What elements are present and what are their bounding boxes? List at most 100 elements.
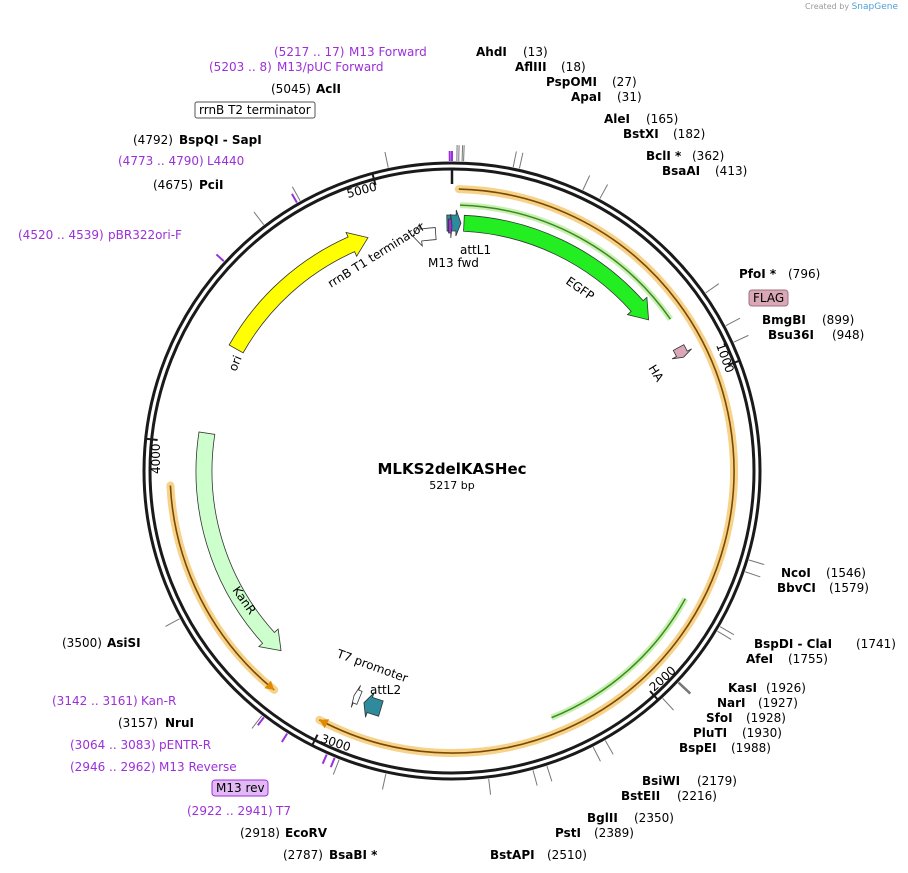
enzyme-leader [381, 773, 387, 790]
primer-t7-range: (2922 .. 2941) [187, 804, 273, 818]
primer-site-mark [329, 757, 336, 768]
ring-tick-mark [727, 359, 740, 366]
orf-arrowhead [264, 680, 275, 690]
enzyme-leader [291, 186, 301, 201]
enzyme-ncoi: NcoI [781, 566, 811, 580]
enzyme-acli: AclI [316, 82, 341, 96]
primer-pbr322ori-f: pBR322ori-F [108, 228, 182, 242]
ring-tick-mark [649, 690, 659, 701]
enzyme-bmgbi-pos: (899) [822, 313, 854, 327]
enzyme-leader [461, 145, 464, 162]
backbone-outer [142, 161, 762, 781]
feature-label-m13-fwd: M13 fwd [428, 256, 479, 270]
enzyme-leader [678, 682, 691, 694]
enzyme-bsteii: BstEII [621, 789, 660, 803]
feature-label-ori: ori [226, 353, 245, 373]
primer-site-mark [291, 193, 298, 204]
feature-rrnb-t1-terminator [412, 222, 437, 248]
enzyme-bspei: BspEI [679, 741, 717, 755]
primer-pbr322ori-f-range: (4520 .. 4539) [18, 228, 104, 242]
enzyme-nari: NarI [717, 696, 746, 710]
enzyme-leader [546, 765, 553, 782]
orf-arrowhead [319, 719, 330, 729]
primer-pentr-r: pENTR-R [159, 738, 211, 752]
enzyme-bsabi-pos: (2787) [283, 848, 323, 862]
rrnb-t2-box [194, 101, 316, 119]
primer-m13puc-forward-range: (5203 .. 8) [209, 60, 272, 74]
primer-site-mark [281, 733, 289, 743]
enzyme-bspei-pos: (1988) [731, 741, 771, 755]
enzyme-asisi-pos: (3500) [62, 636, 102, 650]
m13-rev-label: M13 rev [216, 781, 265, 795]
primer-site-mark [321, 754, 328, 765]
enzyme-afliii: AflIII [515, 60, 547, 74]
enzyme-leader [599, 184, 608, 199]
orf-green-line [459, 204, 672, 320]
orf-halo [166, 481, 279, 694]
primer-m13-reverse-range: (2946 .. 2962) [70, 760, 156, 774]
enzyme-bspdi-clai-pos: (1741) [856, 637, 896, 651]
primer-l4440: L4440 [207, 154, 244, 168]
enzyme-bbvci: BbvCI [777, 581, 816, 595]
enzyme-nari-pos: (1927) [758, 696, 798, 710]
enzyme-bspqi-sapi-pos: (4792) [133, 133, 173, 147]
enzyme-leader [165, 618, 180, 627]
feature-layer [195, 209, 692, 718]
enzyme-kasi-pos: (1926) [766, 681, 806, 695]
enzyme-pluti-pos: (1930) [742, 726, 782, 740]
feature-label-attl1: attL1 [460, 243, 491, 257]
m13-rev-box [211, 779, 269, 797]
enzyme-leader [518, 152, 524, 169]
enzyme-alei-pos: (165) [646, 112, 678, 126]
enzyme-pcii-pos: (4675) [153, 178, 193, 192]
enzyme-pcii: PciI [199, 178, 224, 192]
enzyme-pfoi-pos: (796) [788, 267, 820, 281]
enzyme-bstapi-pos: (2510) [547, 848, 587, 862]
primer-l4440-range: (4773 .. 4790) [118, 154, 204, 168]
enzyme-bspdi-clai: BspDI - ClaI [754, 637, 832, 651]
enzyme-ecorv-pos: (2918) [240, 826, 280, 840]
snapgene-credit: Created by SnapGene [805, 2, 898, 12]
enzyme-leader [662, 698, 674, 711]
primer-m13-forward-range: (5217 .. 17) [274, 45, 344, 59]
enzyme-psti: PstI [555, 826, 581, 840]
flag-label-box [748, 289, 789, 307]
credit-brand: SnapGene [851, 2, 898, 12]
enzyme-leader [488, 778, 492, 795]
leader-layer [145, 145, 765, 795]
enzyme-leader [748, 559, 765, 566]
enzyme-leader [512, 151, 517, 168]
backbone-inner [148, 167, 756, 775]
enzyme-ahdi-pos: (13) [523, 45, 548, 59]
enzyme-leader [251, 715, 263, 729]
enzyme-ecorv: EcoRV [285, 826, 328, 840]
primer-pentr-r-range: (3064 .. 3083) [70, 738, 156, 752]
plasmid-length: 5217 bp [429, 479, 474, 492]
feature-ha [671, 344, 692, 360]
enzyme-leader [332, 759, 340, 775]
enzyme-leader [717, 630, 732, 640]
enzyme-pfoi: PfoI * [739, 267, 777, 281]
credit-prefix: Created by [805, 2, 850, 11]
enzyme-ahdi: AhdI [476, 45, 507, 59]
enzyme-bsabi: BsaBI * [329, 848, 378, 862]
enzyme-psti-pos: (2389) [594, 826, 634, 840]
enzyme-bcli: BclI * [646, 149, 682, 163]
enzyme-kasi: KasI [728, 681, 757, 695]
ring-tick-mark [311, 734, 319, 746]
enzyme-bbvci-pos: (1579) [829, 581, 869, 595]
primer-t7: T7 [275, 804, 291, 818]
feature-t7-promoter [350, 685, 363, 708]
enzyme-bsiwi-pos: (2179) [697, 774, 737, 788]
enzyme-afliii-pos: (18) [561, 60, 586, 74]
enzyme-bsaai: BsaAI [662, 164, 700, 178]
enzyme-bstapi: BstAPI [490, 848, 535, 862]
enzyme-leader [719, 626, 735, 636]
plasmid-name: MLKS2delKASHec [377, 460, 526, 478]
enzyme-bstxi: BstXI [623, 127, 659, 141]
enzyme-leader [582, 175, 591, 191]
orf-line [319, 188, 735, 754]
orf-layer [166, 185, 738, 757]
enzyme-bsu36i: Bsu36I [768, 328, 814, 342]
